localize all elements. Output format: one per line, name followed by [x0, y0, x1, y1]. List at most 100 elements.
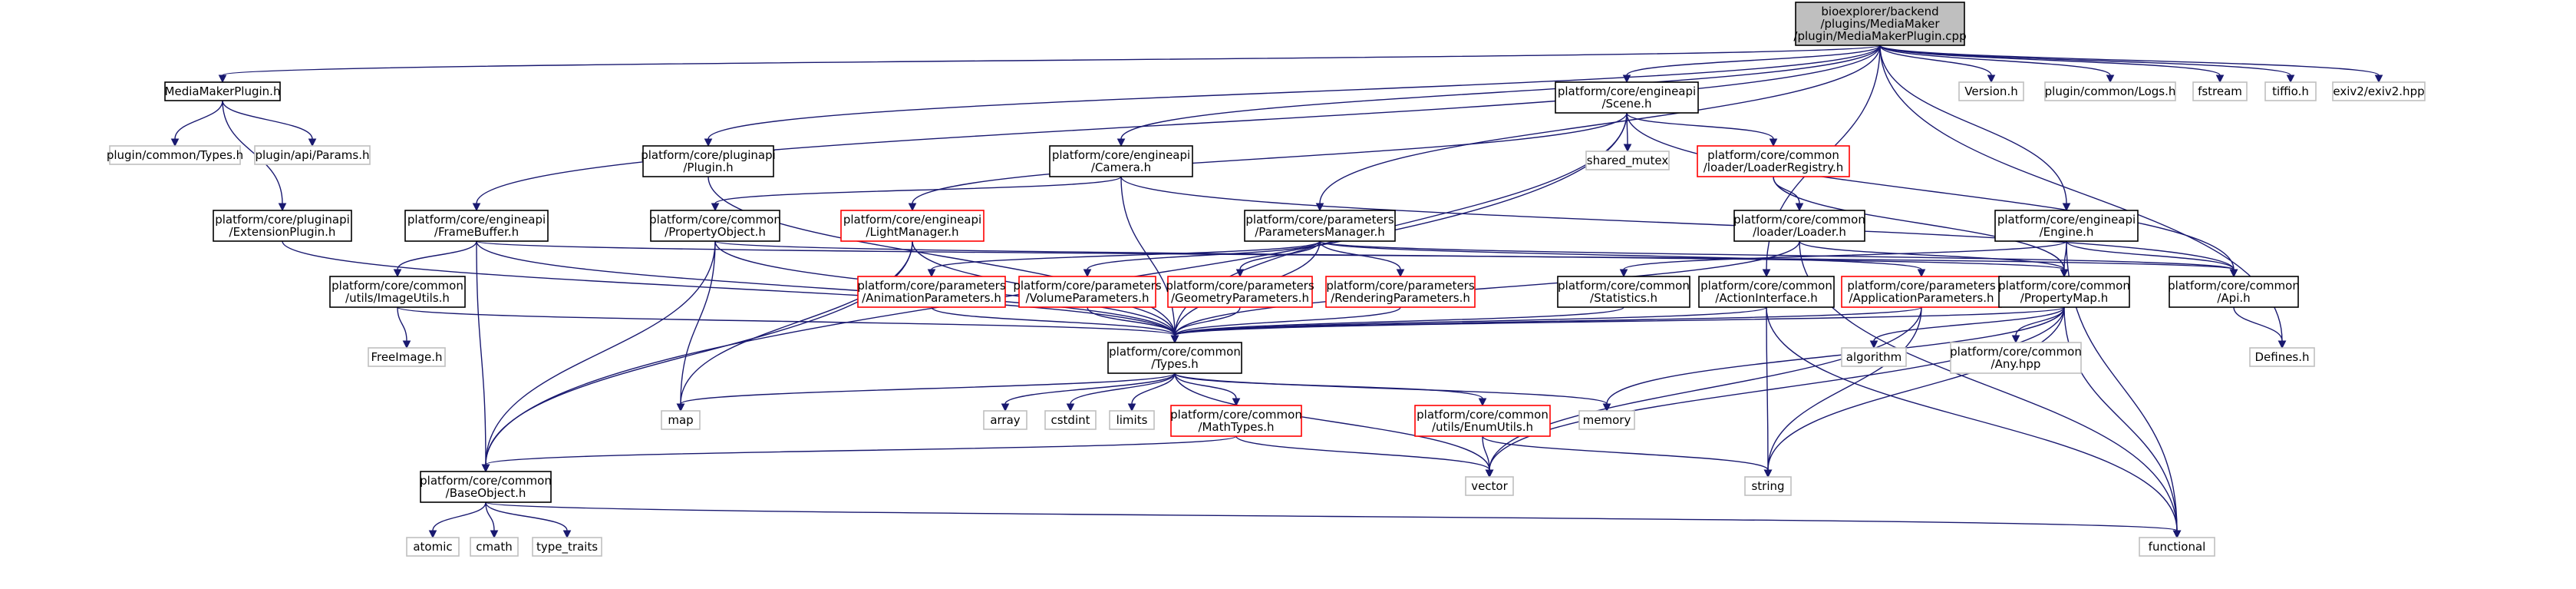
- node-label-line: platform/core/pluginapi: [215, 213, 350, 227]
- node-api-h[interactable]: platform/core/common/Api.h: [2168, 276, 2300, 308]
- node-label-line: /loader/LoaderRegistry.h: [1704, 160, 1843, 174]
- node-volume-params[interactable]: platform/core/parameters/VolumeParameter…: [1013, 276, 1162, 308]
- node-logs-h[interactable]: plugin/common/Logs.h: [2044, 81, 2176, 101]
- node-label-line: /ActionInterface.h: [1715, 291, 1817, 305]
- node-limits[interactable]: limits: [1109, 410, 1155, 430]
- edge-image_utils-to-types_h: [397, 306, 1179, 344]
- node-label-line: platform/core/pluginapi: [641, 148, 776, 162]
- edge-action_interface-to-functional: [1766, 306, 2182, 539]
- node-defines-h[interactable]: Defines.h: [2249, 347, 2315, 367]
- node-label-line: /ParametersManager.h: [1255, 225, 1385, 239]
- node-string[interactable]: string: [1744, 476, 1792, 496]
- node-label-line: platform/core/common: [1700, 279, 1832, 293]
- node-label-line: /Camera.h: [1091, 160, 1151, 174]
- node-pluginapi-plugin[interactable]: platform/core/pluginapi/Plugin.h: [641, 145, 776, 177]
- node-params-manager[interactable]: platform/core/parameters/ParametersManag…: [1244, 210, 1396, 242]
- edge-bioexplorer-to-params_manager: [1315, 45, 1881, 212]
- edge-light_manager-to-base_object: [481, 240, 913, 473]
- node-engineapi-scene[interactable]: platform/core/engineapi/Scene.h: [1555, 81, 1699, 114]
- node-label-line: platform/core/engineapi: [843, 213, 981, 227]
- node-label-line: array: [990, 413, 1020, 427]
- edge-math_types-to-vector: [1235, 435, 1494, 478]
- node-label-line: platform/core/parameters: [1847, 279, 1996, 293]
- node-cmath[interactable]: cmath: [470, 537, 519, 557]
- edge-app_params-to-string: [1763, 306, 1922, 478]
- node-statistics[interactable]: platform/core/common/Statistics.h: [1557, 276, 1690, 308]
- node-base-object[interactable]: platform/core/common/BaseObject.h: [420, 471, 552, 503]
- edge-bioexplorer-to-version_h: [1879, 45, 1996, 84]
- node-exiv2[interactable]: exiv2/exiv2.hpp: [2332, 81, 2426, 101]
- node-math-types[interactable]: platform/core/common/MathTypes.h: [1170, 405, 1302, 437]
- node-label-line: platform/core/common: [1707, 148, 1839, 162]
- node-engineapi-camera[interactable]: platform/core/engineapi/Camera.h: [1049, 145, 1193, 177]
- node-array[interactable]: array: [983, 410, 1027, 430]
- node-any-hpp[interactable]: platform/core/common/Any.hpp: [1950, 342, 2082, 374]
- node-enum-utils[interactable]: platform/core/common/utils/EnumUtils.h: [1414, 405, 1551, 437]
- node-label-line: /GeometryParameters.h: [1171, 291, 1309, 305]
- edge-params_manager-to-anim_params: [927, 240, 1321, 278]
- node-label-line: platform/core/common: [649, 213, 781, 227]
- node-bioexplorer[interactable]: bioexplorer/backend/plugins/MediaMaker/p…: [1793, 2, 1967, 46]
- node-mmplugin-h[interactable]: MediaMakerPlugin.h: [164, 81, 281, 101]
- node-types-h[interactable]: platform/core/common/Types.h: [1107, 342, 1242, 374]
- node-label-line: /utils/EnumUtils.h: [1432, 420, 1533, 434]
- node-rendering-params[interactable]: platform/core/parameters/RenderingParame…: [1325, 276, 1476, 308]
- edge-bioexplorer-to-engineapi_camera: [1116, 45, 1881, 147]
- node-tiffio[interactable]: tiffio.h: [2264, 81, 2317, 101]
- node-shared-mutex[interactable]: shared_mutex: [1585, 151, 1670, 170]
- node-type-traits[interactable]: type_traits: [532, 537, 602, 557]
- node-label-line: MediaMakerPlugin.h: [165, 84, 281, 98]
- node-label-line: /utils/ImageUtils.h: [345, 291, 450, 305]
- node-fstream[interactable]: fstream: [2192, 81, 2248, 101]
- edge-action_interface-to-types_h: [1170, 306, 1767, 344]
- node-app-params[interactable]: platform/core/parameters/ApplicationPara…: [1841, 276, 2002, 308]
- node-geometry-params[interactable]: platform/core/parameters/GeometryParamet…: [1166, 276, 1314, 308]
- node-map[interactable]: map: [661, 410, 701, 430]
- node-loader-registry[interactable]: platform/core/common/loader/LoaderRegist…: [1697, 145, 1850, 177]
- edge-types_h-to-limits: [1127, 372, 1176, 412]
- node-label-line: /RenderingParameters.h: [1331, 291, 1470, 305]
- node-label-line: /Types.h: [1151, 357, 1199, 371]
- node-functional[interactable]: functional: [2139, 537, 2215, 557]
- node-property-map[interactable]: platform/core/common/PropertyMap.h: [1998, 276, 2130, 308]
- edge-params_manager-to-volume_params: [1083, 240, 1321, 278]
- node-framebuffer[interactable]: platform/core/engineapi/FrameBuffer.h: [404, 210, 549, 242]
- node-cstdint[interactable]: cstdint: [1044, 410, 1097, 430]
- node-label-line: bioexplorer/backend: [1821, 5, 1938, 18]
- node-label-line: plugin/common/Types.h: [107, 148, 243, 162]
- node-label-line: platform/core/engineapi: [1997, 213, 2136, 227]
- node-label-line: platform/core/common: [1998, 279, 2130, 293]
- node-ext-plugin[interactable]: platform/core/pluginapi/ExtensionPlugin.…: [213, 210, 352, 242]
- edge-types_h-to-memory: [1174, 372, 1611, 412]
- node-engine-h[interactable]: platform/core/engineapi/Engine.h: [1994, 210, 2139, 242]
- node-version-h[interactable]: Version.h: [1958, 81, 2024, 101]
- node-plugin-types[interactable]: plugin/common/Types.h: [107, 145, 243, 165]
- edge-mmplugin_h-to-plugin_params: [222, 100, 317, 147]
- node-label-line: limits: [1116, 413, 1148, 427]
- node-label-line: plugin/api/Params.h: [255, 148, 369, 162]
- node-loader-h[interactable]: platform/core/common/loader/Loader.h: [1733, 210, 1865, 242]
- edge-bioexplorer-to-exiv2: [1879, 45, 2383, 84]
- edge-params_manager-to-rendering_params: [1319, 240, 1405, 278]
- node-label-line: Defines.h: [2254, 350, 2309, 364]
- edge-action_interface-to-string: [1763, 306, 1773, 478]
- node-light-manager[interactable]: platform/core/engineapi/LightManager.h: [840, 210, 985, 242]
- node-label-line: cstdint: [1051, 413, 1090, 427]
- node-freeimage[interactable]: FreeImage.h: [368, 347, 446, 367]
- node-action-interface[interactable]: platform/core/common/ActionInterface.h: [1698, 276, 1835, 308]
- node-image-utils[interactable]: platform/core/common/utils/ImageUtils.h: [329, 276, 466, 308]
- node-anim-params[interactable]: platform/core/parameters/AnimationParame…: [857, 276, 1006, 308]
- node-property-object[interactable]: platform/core/common/PropertyObject.h: [649, 210, 781, 242]
- node-plugin-params[interactable]: plugin/api/Params.h: [254, 145, 371, 165]
- node-memory[interactable]: memory: [1578, 410, 1635, 430]
- edge-types_h-to-cstdint: [1066, 372, 1176, 412]
- node-atomic[interactable]: atomic: [406, 537, 460, 557]
- node-vector[interactable]: vector: [1465, 476, 1514, 496]
- edge-bioexplorer-to-framebuffer: [472, 45, 1881, 212]
- node-label-line: /Plugin.h: [683, 160, 733, 174]
- node-algorithm[interactable]: algorithm: [1841, 347, 1907, 367]
- edge-base_object-to-atomic: [428, 501, 487, 539]
- node-label-line: /AnimationParameters.h: [862, 291, 1001, 305]
- node-label-line: atomic: [413, 540, 452, 554]
- node-label-line: /Any.hpp: [1991, 357, 2041, 371]
